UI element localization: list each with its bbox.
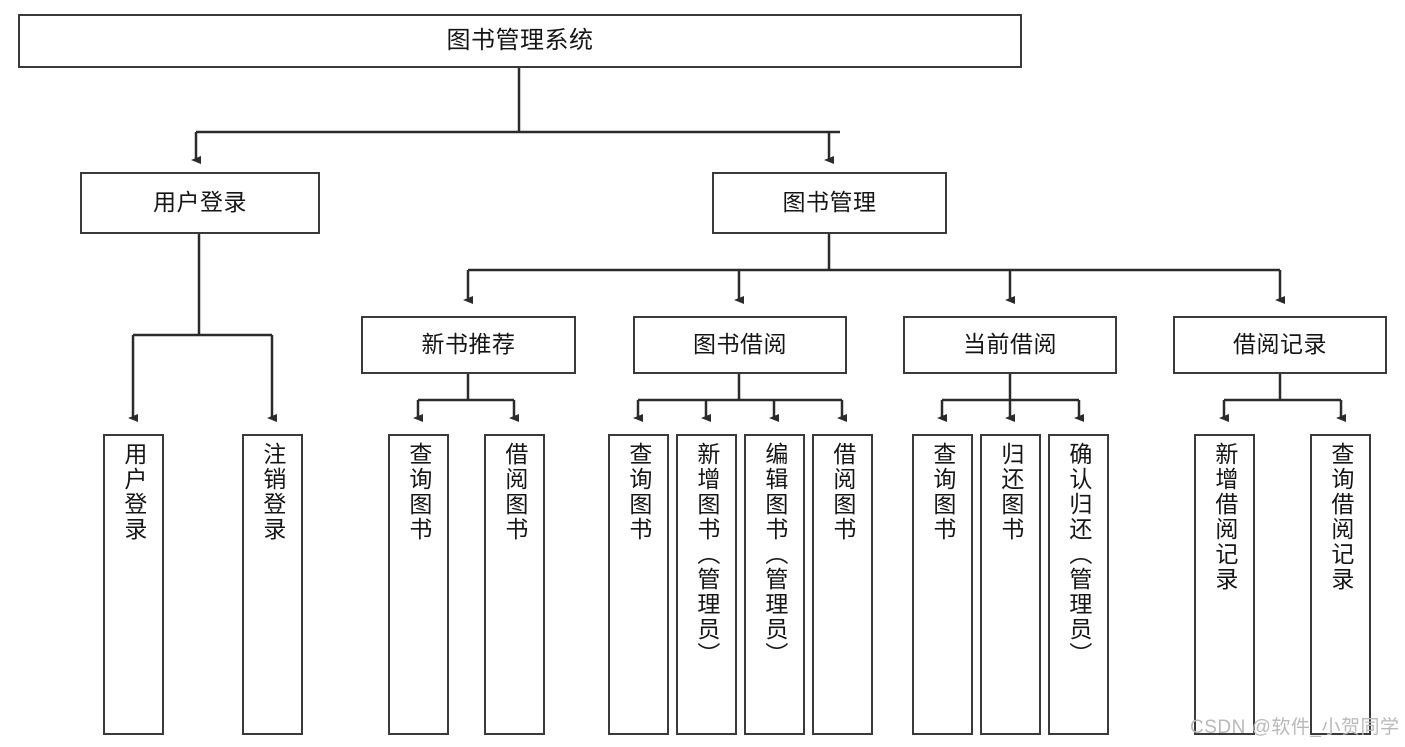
leaf-borrow-query-book[interactable]: 查询图书: [608, 434, 669, 735]
node-label: 新增借阅记录: [1211, 442, 1238, 592]
leaf-user-login-login[interactable]: 用户登录: [103, 434, 164, 735]
leaf-record-add-record[interactable]: 新增借阅记录: [1194, 434, 1255, 735]
node-label: 当前借阅: [963, 331, 1057, 358]
node-new-book-recommend[interactable]: 新书推荐: [361, 316, 576, 374]
node-label: 查询借阅记录: [1327, 442, 1354, 592]
csdn-watermark: CSDN @软件_小贺同学: [1190, 717, 1400, 738]
leaf-current-confirm-return-admin[interactable]: 确认归还（管理员）: [1048, 434, 1109, 735]
leaf-borrow-edit-book-admin[interactable]: 编辑图书（管理员）: [744, 434, 805, 735]
node-label: 借阅图书: [501, 442, 528, 542]
node-label: 新书推荐: [421, 331, 516, 358]
leaf-new-book-query[interactable]: 查询图书: [388, 434, 449, 735]
leaf-current-query-book[interactable]: 查询图书: [912, 434, 973, 735]
node-current-borrow[interactable]: 当前借阅: [903, 316, 1117, 374]
node-label: 编辑图书（管理员）: [761, 442, 788, 667]
node-label: 查询图书: [405, 442, 432, 542]
node-label: 确认归还（管理员）: [1065, 442, 1092, 667]
node-label: 用户登录: [120, 442, 147, 542]
leaf-current-return-book[interactable]: 归还图书: [980, 434, 1041, 735]
node-borrow-record[interactable]: 借阅记录: [1173, 316, 1387, 374]
node-label: 图书管理系统: [446, 26, 594, 54]
node-label: 归还图书: [997, 442, 1024, 542]
leaf-user-login-logout[interactable]: 注销登录: [242, 434, 303, 735]
leaf-record-query-record[interactable]: 查询借阅记录: [1310, 434, 1371, 735]
node-label: 图书借阅: [693, 331, 787, 358]
node-label: 注销登录: [259, 442, 286, 542]
node-book-borrow[interactable]: 图书借阅: [633, 316, 847, 374]
leaf-new-book-borrow[interactable]: 借阅图书: [484, 434, 545, 735]
leaf-borrow-borrow-book[interactable]: 借阅图书: [812, 434, 873, 735]
node-root-book-management-system[interactable]: 图书管理系统: [18, 14, 1022, 68]
node-label: 查询图书: [929, 442, 956, 542]
node-label: 用户登录: [153, 189, 247, 216]
node-label: 借阅记录: [1233, 331, 1327, 358]
node-label: 查询图书: [625, 442, 652, 542]
leaf-borrow-add-book-admin[interactable]: 新增图书（管理员）: [676, 434, 737, 735]
node-label: 新增图书（管理员）: [693, 442, 720, 667]
node-label: 图书管理: [782, 189, 877, 216]
node-label: 借阅图书: [829, 442, 856, 542]
node-user-login[interactable]: 用户登录: [80, 172, 320, 234]
node-book-management[interactable]: 图书管理: [712, 172, 947, 234]
